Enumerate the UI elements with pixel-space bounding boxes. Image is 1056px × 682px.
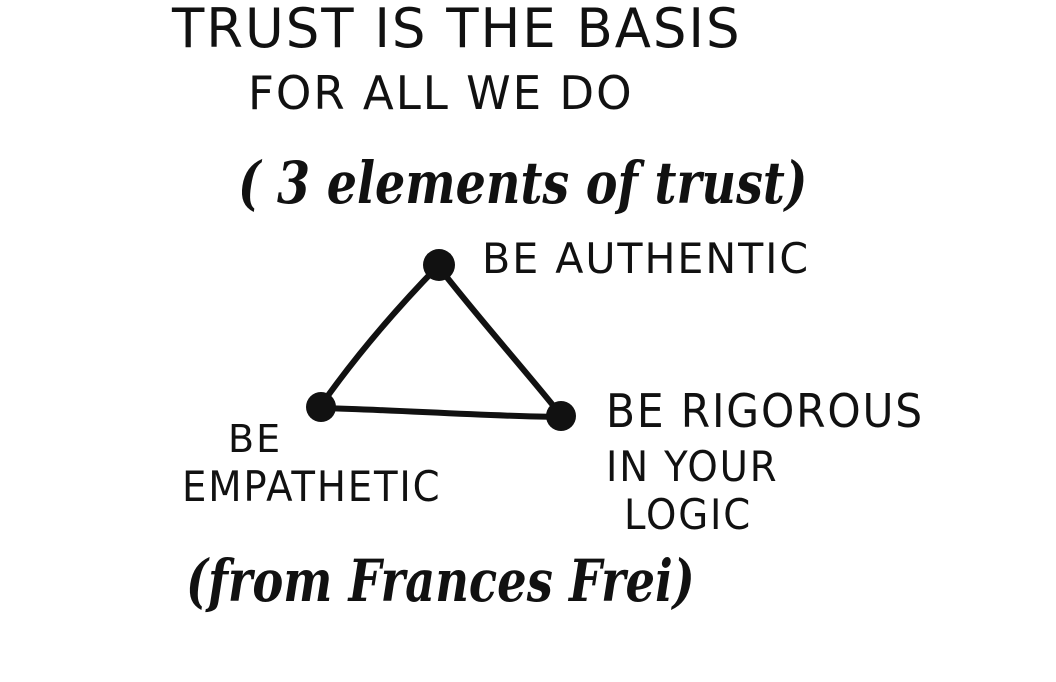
vertex-rigorous <box>546 401 576 431</box>
label-be-rigorous-line-2: IN YOUR <box>606 442 779 491</box>
vertex-empathetic <box>306 392 336 422</box>
label-be-rigorous-line-3: LOGIC <box>624 490 753 539</box>
triangle-edge-right <box>435 263 563 417</box>
vertex-authentic <box>423 249 455 281</box>
label-be-empathetic-line-2: EMPATHETIC <box>182 462 442 511</box>
triangle-edge-left <box>319 263 441 407</box>
subtitle: ( 3 elements of trust) <box>238 149 808 217</box>
title-line-1: TRUST IS THE BASIS <box>172 0 742 60</box>
credit-note: (from Frances Frei) <box>186 547 695 615</box>
triangle-edge-bottom <box>319 405 563 420</box>
label-be-authentic: BE AUTHENTIC <box>482 234 811 283</box>
label-be-empathetic-line-1: BE <box>228 417 283 461</box>
title-line-2: FOR ALL WE DO <box>248 66 634 120</box>
label-be-rigorous-line-1: BE RIGOROUS <box>606 384 925 438</box>
